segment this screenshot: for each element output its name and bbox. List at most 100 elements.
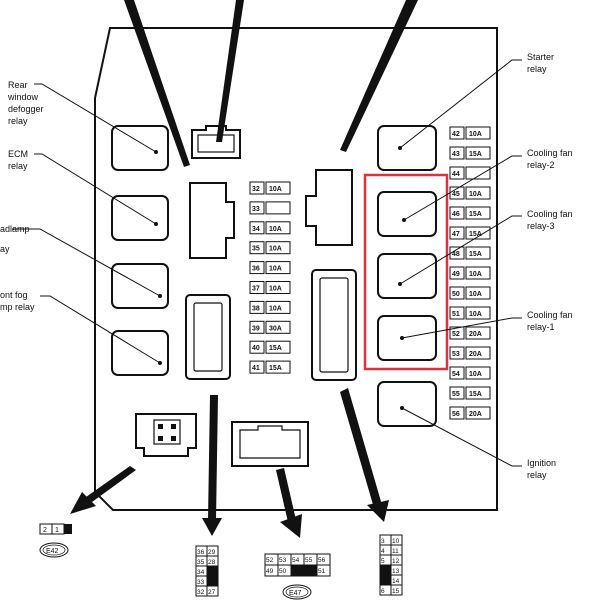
fuse-rating: 10A <box>269 186 282 193</box>
e42-label: E42 <box>46 548 59 555</box>
relay-cooling-fan-2 <box>377 191 437 237</box>
pin-label: 5 <box>381 558 385 565</box>
label-front-fog-1: ont fog <box>0 290 28 300</box>
arrow-bottom-4 <box>340 388 382 508</box>
fuse-number: 37 <box>252 286 260 293</box>
fuse-number: 56 <box>452 411 460 418</box>
fuse-number: 52 <box>452 331 460 338</box>
pin-label: 27 <box>208 589 216 596</box>
connector-bottom-left <box>135 413 197 457</box>
pin-label: 54 <box>292 557 300 564</box>
arrowhead-bottom-4 <box>367 500 389 522</box>
highlight-cooling-fan-relays <box>363 173 449 371</box>
fuse-number: 39 <box>252 325 260 332</box>
fuse-32: 32 10A <box>249 181 291 195</box>
fuse-number: 43 <box>452 151 460 158</box>
relay-front-fog <box>111 330 169 376</box>
relay-headlamp <box>111 263 169 309</box>
fuse-52: 52 20A <box>449 326 491 340</box>
pin-label: 29 <box>208 549 216 556</box>
pin-label: 56 <box>318 557 326 564</box>
label-ignition-2: relay <box>527 470 547 480</box>
fuse-number: 55 <box>452 391 460 398</box>
relay-dots-right <box>398 146 406 410</box>
fuse-number: 45 <box>452 191 460 198</box>
fuse-number: 35 <box>252 246 260 253</box>
e42-pin-1: 1 <box>55 527 59 534</box>
center-connectors <box>135 125 357 467</box>
relay-cooling-fan-1 <box>377 315 437 361</box>
fuse-rating: 20A <box>469 351 482 358</box>
arrow-bottom-2 <box>208 395 218 520</box>
fuse-41: 41 15A <box>249 360 291 374</box>
fuse-number: 41 <box>252 365 260 372</box>
pin-label: 4 <box>381 548 385 555</box>
label-rear-defogger-4: relay <box>8 116 28 126</box>
connector-right-tall <box>305 169 353 246</box>
left-labels: Rear window defogger relay ECM relay adl… <box>0 80 44 312</box>
pin-label: 35 <box>197 559 205 566</box>
fuse-rating: 10A <box>469 291 482 298</box>
pin-label: 14 <box>392 578 400 585</box>
label-rear-defogger-3: defogger <box>8 104 44 114</box>
fuse-rating: 10A <box>469 371 482 378</box>
arrow-top-middle <box>216 0 244 142</box>
fuse-39: 39 30A <box>249 320 291 334</box>
arrowhead-bottom-3 <box>280 514 302 538</box>
fuse-number: 50 <box>452 291 460 298</box>
pin-label: 6 <box>381 588 385 595</box>
label-cooling-fan-2-2: relay-2 <box>527 160 555 170</box>
fuse-number: 33 <box>252 206 260 213</box>
fuse-slot-lower-left <box>185 294 231 380</box>
fuse-rating: 20A <box>469 331 482 338</box>
arrow-top-left <box>124 0 190 167</box>
pin-label: 34 <box>197 569 205 576</box>
fuse-rating: 30A <box>269 325 282 332</box>
fuse-rating: 15A <box>469 151 482 158</box>
fuse-number: 49 <box>452 271 460 278</box>
fuse-35: 35 10A <box>249 241 291 255</box>
label-rear-defogger-2: window <box>7 92 39 102</box>
pin-label: 51 <box>318 568 326 575</box>
fuse-44: 44 <box>449 166 491 180</box>
fuse-number: 32 <box>252 186 260 193</box>
fuse-43: 43 15A <box>449 146 491 160</box>
label-ecm-2: relay <box>8 161 28 171</box>
leader-lines-right <box>399 59 522 467</box>
fuse-rating: 15A <box>269 365 282 372</box>
pin-label: 3 <box>381 538 385 545</box>
label-ignition-1: Ignition <box>527 458 556 468</box>
connector-left-tall <box>189 182 235 259</box>
pin-label: 52 <box>266 557 274 564</box>
label-cooling-fan-3-1: Cooling fan <box>527 209 573 219</box>
fuse-rating: 10A <box>269 246 282 253</box>
fuse-rating: 10A <box>269 305 282 312</box>
leader-lines-left <box>12 83 161 364</box>
fuse-rating: 10A <box>469 271 482 278</box>
fuse-number: 40 <box>252 345 260 352</box>
pin-label: 28 <box>208 559 216 566</box>
fuse-number: 42 <box>452 131 460 138</box>
fuse-number: 36 <box>252 266 260 273</box>
fuse-55: 55 15A <box>449 386 491 400</box>
relay-ecm <box>111 195 169 241</box>
arrow-top-right <box>340 0 418 152</box>
connector-top-small <box>191 125 241 159</box>
pin-label: 11 <box>392 548 399 555</box>
fuse-45: 45 10A <box>449 186 491 200</box>
fuse-rating: 15A <box>469 231 482 238</box>
fuse-rating: 15A <box>469 391 482 398</box>
fuse-rating: 10A <box>469 191 482 198</box>
arrow-bottom-3 <box>276 468 296 522</box>
fuse-rating: 15A <box>469 211 482 218</box>
